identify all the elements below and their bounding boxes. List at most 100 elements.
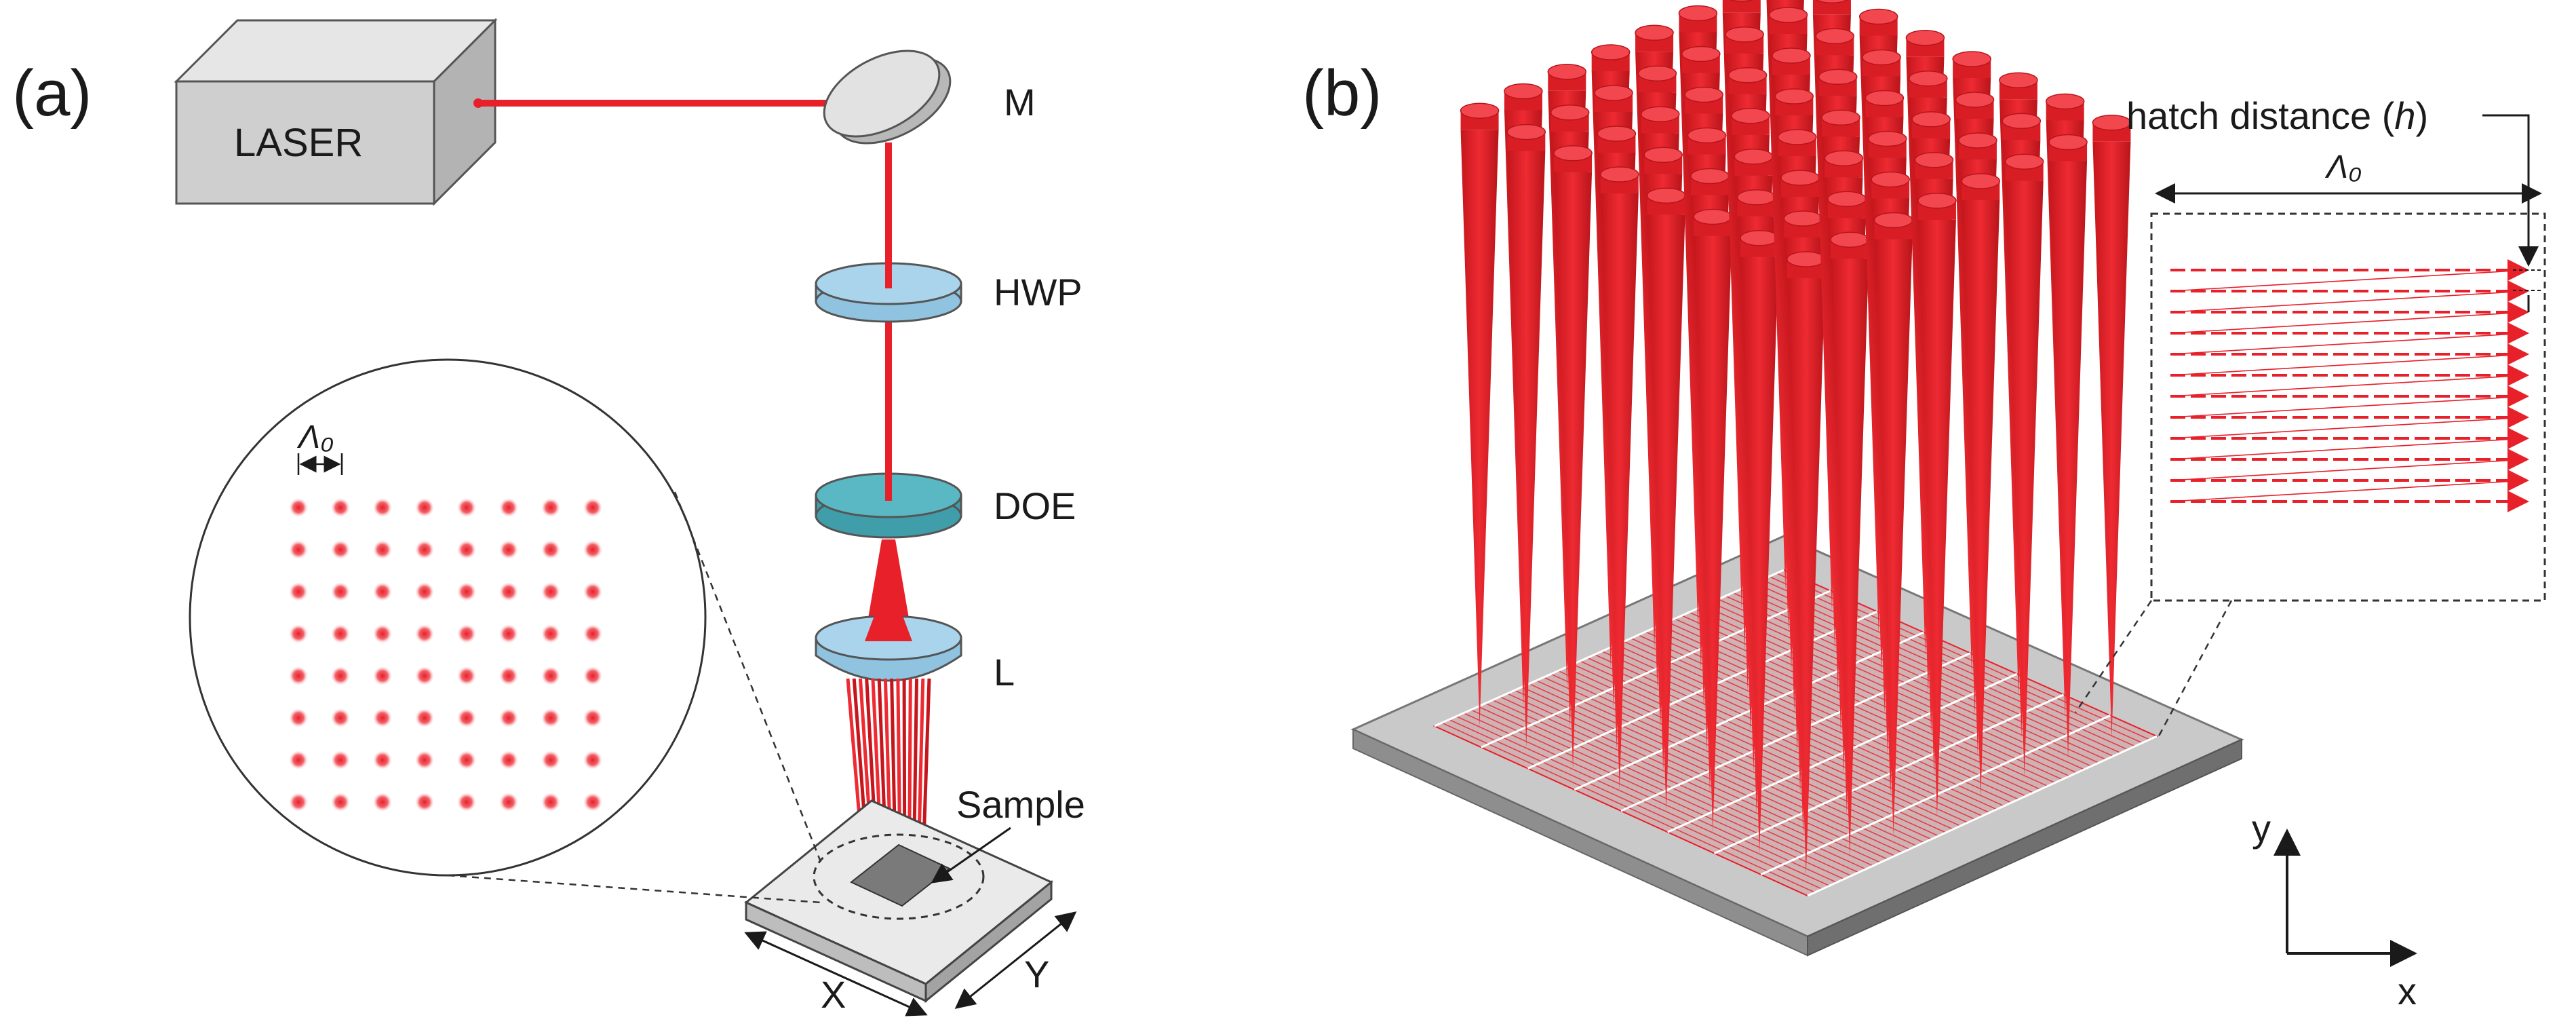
- laser-spot: [583, 708, 602, 727]
- beam-cone: [2048, 134, 2088, 759]
- laser-box: [174, 18, 498, 206]
- laser-spot: [457, 666, 476, 685]
- laser-spot: [583, 582, 602, 601]
- hatch-lines: [2170, 259, 2529, 512]
- laser-spot: [289, 666, 308, 685]
- laser-spot: [499, 540, 518, 559]
- laser-spot: [331, 793, 350, 812]
- beam-cone: [1553, 145, 1593, 770]
- laser-label: LASER: [234, 121, 363, 165]
- laser-spot: [457, 708, 476, 727]
- laser-spot: [331, 750, 350, 770]
- laser-spot: [499, 666, 518, 685]
- laser-spot: [457, 793, 476, 812]
- beam-cone: [1693, 208, 1733, 833]
- cell-divider: [1713, 694, 2065, 854]
- beam-cone: [1917, 193, 1957, 817]
- laser-spot: [457, 582, 476, 601]
- laser-spot: [331, 666, 350, 685]
- hatch-return-line: [2170, 459, 2527, 481]
- laser-spot: [583, 793, 602, 812]
- laser-spot: [415, 793, 434, 812]
- laser-spot: [289, 624, 308, 643]
- laser-spot: [457, 750, 476, 770]
- laser-spot: [583, 540, 602, 559]
- beam-cone: [1961, 173, 2001, 797]
- cell-divider: [1481, 590, 1831, 748]
- laser-spot: [499, 582, 518, 601]
- laser-spot: [415, 666, 434, 685]
- cell-divider: [1760, 715, 2111, 876]
- spot-inset: [189, 358, 822, 904]
- laser-spot: [541, 750, 560, 770]
- hwp-label: HWP: [994, 271, 1082, 314]
- period-label: Λ₀: [2324, 149, 2362, 185]
- laser-spot: [373, 708, 392, 727]
- axis-x-label-b: x: [2398, 970, 2417, 1012]
- hatch-return-line: [2170, 480, 2527, 502]
- spot-grid: [289, 498, 602, 812]
- mirror-label: M: [1004, 81, 1036, 124]
- hatch-return-line: [2170, 417, 2527, 439]
- laser-spot: [541, 582, 560, 601]
- doe-label: DOE: [994, 484, 1076, 527]
- laser-spot: [415, 750, 434, 770]
- panel-a-label: (a): [12, 57, 92, 130]
- laser-spot: [583, 624, 602, 643]
- hatch-return-line: [2170, 375, 2527, 397]
- laser-spot: [331, 624, 350, 643]
- beam-cone: [1830, 231, 1869, 856]
- laser-spot: [541, 793, 560, 812]
- mirror: [823, 50, 952, 145]
- axis-y-label: Y: [1024, 953, 1049, 995]
- laser-spot: [457, 624, 476, 643]
- laser-spot: [457, 498, 476, 517]
- cell-divider: [1574, 631, 1924, 791]
- panel-b-label: (b): [1302, 57, 1382, 130]
- laser-spot: [583, 666, 602, 685]
- laser-spot: [499, 498, 518, 517]
- cell-divider: [1527, 610, 1878, 770]
- laser-spot: [541, 624, 560, 643]
- laser-spot: [289, 750, 308, 770]
- laser-spot: [373, 582, 392, 601]
- laser-spot: [289, 540, 308, 559]
- axis-y-arrow: [954, 911, 1077, 1009]
- cell-divider: [1620, 652, 1971, 812]
- laser-spot: [373, 750, 392, 770]
- laser-spot: [583, 498, 602, 517]
- lens-label: L: [994, 651, 1015, 694]
- beam-cone: [2092, 115, 2132, 739]
- beam-cone: [2004, 153, 2044, 778]
- laser-spot: [415, 708, 434, 727]
- laser-spot: [541, 498, 560, 517]
- laser-spot: [289, 708, 308, 727]
- laser-spot: [373, 624, 392, 643]
- laser-spot: [541, 666, 560, 685]
- laser-spot: [331, 582, 350, 601]
- beam-cone: [1873, 212, 1913, 837]
- laser-spot: [289, 793, 308, 812]
- laser-spot: [499, 750, 518, 770]
- beam-cone: [1460, 102, 1500, 727]
- beam-cone: [1646, 187, 1686, 812]
- hatch-return-line: [2170, 311, 2527, 334]
- sample-label: Sample: [956, 783, 1085, 826]
- laser-spot: [331, 498, 350, 517]
- hatch-distance-leader: [2482, 114, 2539, 267]
- beam-cone: [1740, 230, 1779, 854]
- cell-divider: [1434, 569, 1784, 727]
- laser-spot: [415, 540, 434, 559]
- laser-spot: [415, 624, 434, 643]
- laser-spot: [499, 624, 518, 643]
- hatch-return-line: [2170, 354, 2527, 376]
- laser-spot: [541, 708, 560, 727]
- hatch-return-line: [2170, 269, 2527, 292]
- laser-spot: [583, 750, 602, 770]
- laser-spot: [331, 708, 350, 727]
- laser-spot: [373, 498, 392, 517]
- sample-pointer: [931, 826, 1011, 884]
- laser-spot: [457, 540, 476, 559]
